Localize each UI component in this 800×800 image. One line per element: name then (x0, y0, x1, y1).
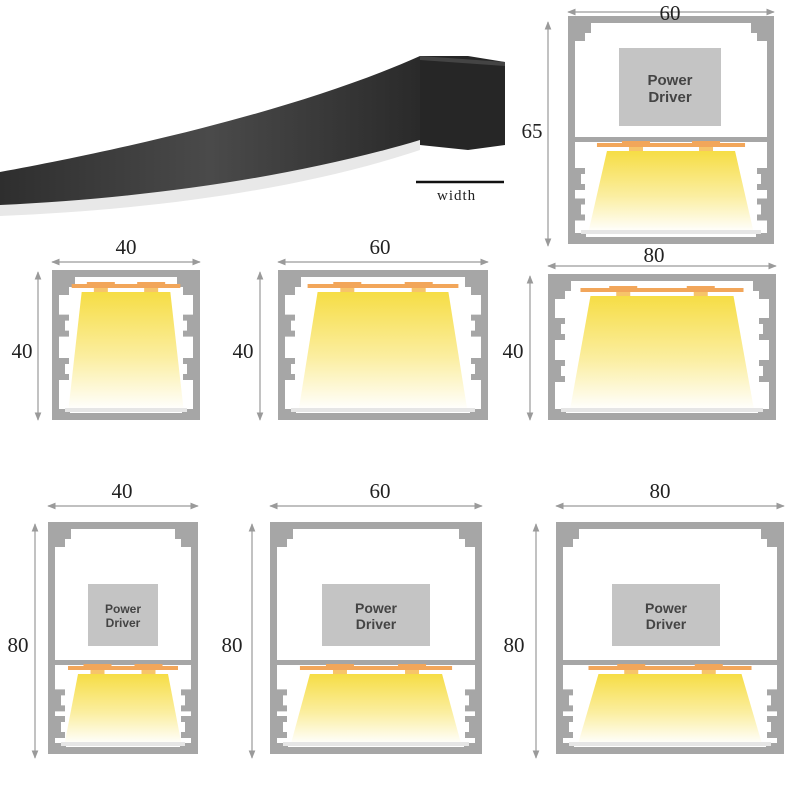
led-chip (86, 282, 115, 286)
diffuser (61, 742, 185, 746)
led-chip (83, 664, 112, 668)
height-dimension-label: 40 (503, 339, 524, 363)
diffuser (581, 230, 761, 234)
profile-p80x40: 80 40 (503, 243, 777, 421)
diffuser (291, 408, 475, 412)
width-dimension-label: 80 (650, 479, 671, 503)
power-driver-label: Driver (646, 616, 687, 632)
led-chip (621, 141, 650, 145)
led-chip (134, 664, 163, 668)
led-chip (137, 282, 166, 286)
led-strip (68, 666, 178, 670)
led-chip (686, 286, 715, 290)
width-dimension-label: 60 (370, 235, 391, 259)
led-strip (307, 284, 459, 288)
height-dimension-label: 80 (504, 633, 525, 657)
light-beam (577, 674, 763, 744)
width-indicator: width (416, 180, 504, 204)
led-chip (404, 282, 433, 286)
led-strip (580, 288, 744, 292)
led-strip (588, 666, 752, 670)
led-strip (596, 143, 746, 147)
led-chip (398, 664, 427, 668)
width-dimension-label: 40 (112, 479, 133, 503)
height-dimension-label: 80 (8, 633, 29, 657)
light-beam (569, 296, 755, 410)
width-dimension-label: 40 (116, 235, 137, 259)
led-chip (333, 282, 362, 286)
power-driver-box (612, 584, 720, 646)
width-label: width (437, 188, 476, 204)
led-chip (692, 141, 721, 145)
led-chip (325, 664, 354, 668)
diffuser (561, 408, 763, 412)
led-chip (617, 664, 646, 668)
light-beam (298, 292, 468, 410)
height-dimension-label: 40 (12, 339, 33, 363)
light-beam (64, 674, 182, 744)
power-driver-label: Power (645, 600, 688, 616)
power-driver-label: Driver (648, 89, 692, 106)
height-dimension-label: 65 (522, 119, 543, 143)
power-driver-label: Driver (106, 616, 141, 630)
light-beam (68, 292, 184, 410)
led-strip (299, 666, 453, 670)
width-dimension-label: 60 (370, 479, 391, 503)
power-driver-box (88, 584, 158, 646)
height-dimension-label: 40 (233, 339, 254, 363)
led-chip (694, 664, 723, 668)
light-beam (290, 674, 462, 744)
power-driver-box (619, 48, 721, 126)
diffuser (283, 742, 469, 746)
led-strip (71, 284, 181, 288)
width-dimension-label: 80 (644, 243, 665, 267)
diffuser (569, 742, 771, 746)
power-driver-box (322, 584, 430, 646)
profile-p40x40: 40 40 (12, 235, 201, 421)
power-driver-label: Power (355, 600, 398, 616)
height-dimension-label: 80 (222, 633, 243, 657)
width-dimension-label: 60 (660, 1, 681, 25)
power-driver-label: Power (647, 72, 692, 89)
light-beam (588, 151, 754, 232)
led-chip (609, 286, 638, 290)
diffuser (65, 408, 187, 412)
power-driver-label: Driver (356, 616, 397, 632)
profile-p60x40: 60 40 (233, 235, 489, 421)
curved-pendant-lamp (0, 56, 505, 216)
power-driver-label: Power (105, 602, 141, 616)
